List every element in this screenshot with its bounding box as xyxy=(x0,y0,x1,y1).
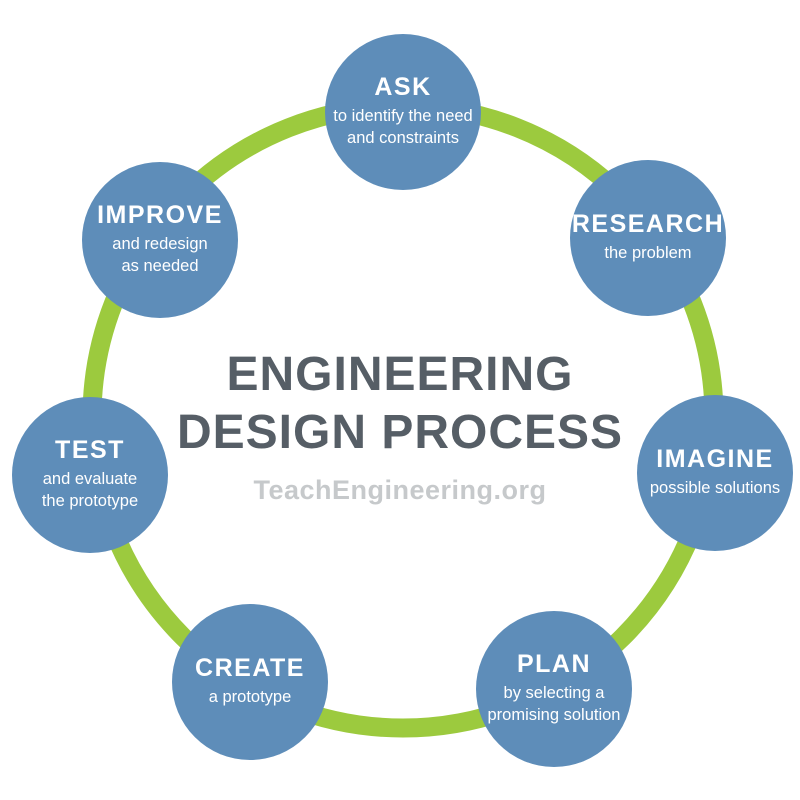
step-plan[interactable]: PLAN by selecting a promising solution xyxy=(476,611,632,767)
site-name: TeachEngineering.org xyxy=(253,475,547,505)
step-test-label: TEST xyxy=(55,435,125,464)
diagram-title-line-2: DESIGN PROCESS xyxy=(176,406,624,459)
step-test-description: and evaluate the prototype xyxy=(41,470,139,511)
step-plan-label: PLAN xyxy=(516,649,592,678)
step-improve-description: and redesign as needed xyxy=(112,235,208,276)
step-test[interactable]: TEST and evaluate the prototype xyxy=(12,397,168,553)
step-improve-label: IMPROVE xyxy=(97,200,223,229)
step-imagine-label: IMAGINE xyxy=(656,444,774,473)
step-ask-label: ASK xyxy=(374,72,432,101)
step-ask[interactable]: ASK to identify the need and constraints xyxy=(325,34,481,190)
step-research-label: RESEARCH xyxy=(571,209,725,238)
step-plan-description: by selecting a promising solution xyxy=(487,684,621,725)
step-research-description: the problem xyxy=(604,244,692,263)
step-create-label: CREATE xyxy=(195,653,305,682)
diagram-title-block: ENGINEERING DESIGN PROCESS TeachEngineer… xyxy=(0,346,800,506)
step-ask-description: to identify the need and constraints xyxy=(333,107,473,148)
step-research[interactable]: RESEARCH the problem xyxy=(570,160,726,316)
step-improve[interactable]: IMPROVE and redesign as needed xyxy=(82,162,238,318)
step-imagine[interactable]: IMAGINE possible solutions xyxy=(637,395,793,551)
step-create[interactable]: CREATE a prototype xyxy=(172,604,328,760)
diagram-title-line-1: ENGINEERING xyxy=(226,348,574,401)
step-imagine-description: possible solutions xyxy=(649,479,781,498)
step-create-description: a prototype xyxy=(208,688,292,707)
